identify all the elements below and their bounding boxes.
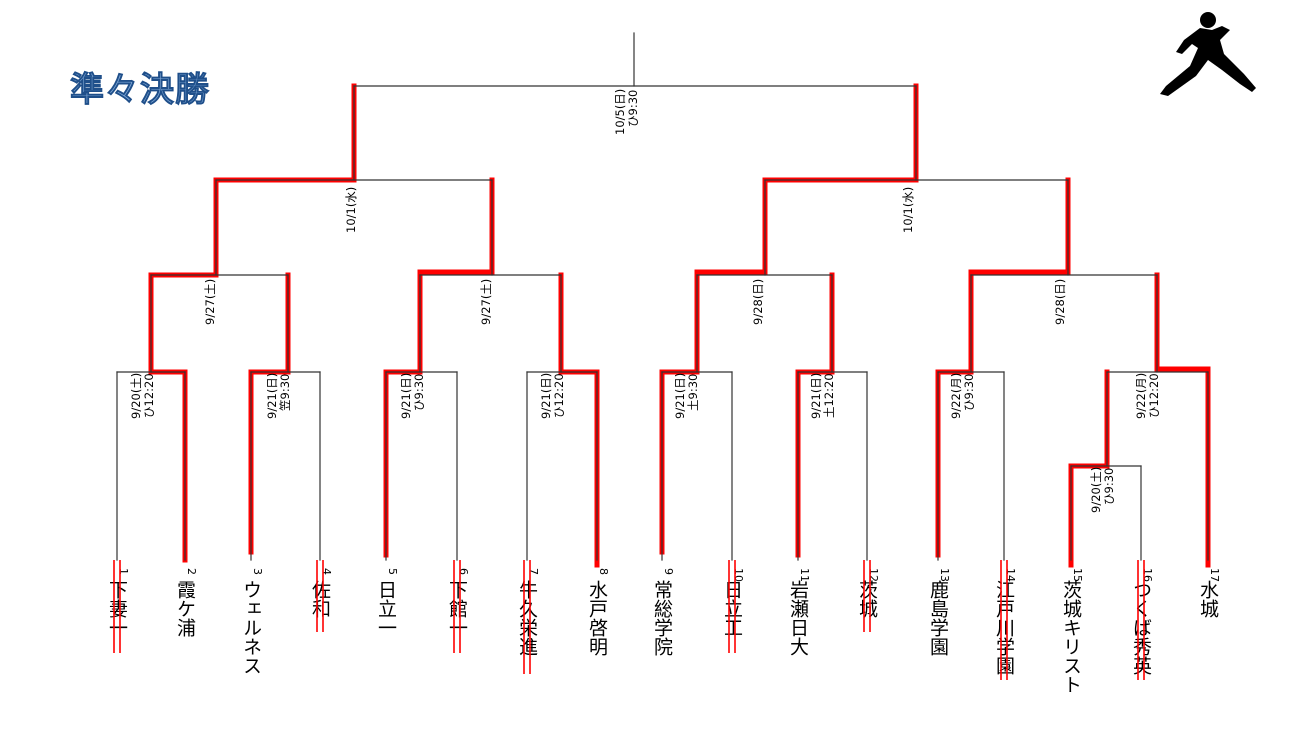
team-name: 水戸啓明 (586, 580, 608, 656)
match-label: 9/21(日)笠9:30 (265, 373, 292, 419)
team-name: 霞ケ浦 (174, 580, 196, 638)
team-slot: 日立一 5 (375, 568, 399, 637)
team-name: 鹿島学園 (927, 580, 949, 656)
match-label: 9/22(月)ひ12:20 (1134, 373, 1161, 419)
match-date: 9/22(月) (949, 373, 963, 419)
team-name: 佐和 (309, 580, 331, 618)
match-label: 10/1(水) (901, 187, 915, 233)
team-slot: 霞ケ浦 2 (174, 568, 198, 638)
team-seed: 11 (798, 568, 811, 582)
team-slot: 佐和 4 (309, 568, 333, 618)
team-name: 下妻一 (106, 580, 128, 637)
match-venue: ひ12:20 (142, 373, 156, 418)
team-seed: 12 (867, 568, 880, 582)
match-date: 9/22(月) (1134, 373, 1148, 419)
team-seed: 5 (386, 568, 399, 575)
match-venue: ひ12:20 (1147, 373, 1161, 418)
match-date: 9/27(土) (479, 279, 493, 325)
match-label: 9/22(月)ひ9:30 (949, 373, 976, 419)
team-seed: 6 (457, 568, 470, 575)
match-label: 9/28(日) (751, 279, 765, 325)
match-date: 9/28(日) (751, 279, 765, 325)
match-label: 9/21(日)ひ12:20 (539, 373, 566, 419)
team-slot: 牛久栄進 7 (516, 568, 540, 656)
team-seed: 17 (1208, 568, 1221, 582)
team-name: 茨城キリスト (1060, 580, 1082, 694)
match-date: 9/21(日) (399, 373, 413, 419)
team-seed: 8 (597, 568, 610, 575)
match-date: 10/1(水) (901, 187, 915, 233)
team-name: 岩瀬日大 (787, 580, 809, 656)
team-slot: ウェルネス 3 (240, 568, 264, 675)
match-label: 9/28(日) (1053, 279, 1067, 325)
team-name: ウェルネス (240, 580, 262, 675)
match-venue: ひ9:30 (412, 374, 426, 411)
round-title: 準々決勝 (70, 70, 210, 111)
match-venue: 笠9:30 (278, 374, 292, 411)
team-slot: 下妻一 1 (106, 568, 130, 637)
match-label: 9/21(日)土9:30 (673, 373, 700, 419)
match-label: 9/21(日)土12:20 (809, 373, 836, 419)
match-date: 9/21(日) (809, 373, 823, 419)
team-name: 常総学院 (651, 580, 673, 656)
team-name: 下館一 (446, 580, 468, 637)
match-label: 10/5(日)ひ9:30 (613, 89, 640, 135)
team-name: 日立工 (721, 580, 743, 637)
match-date: 9/21(日) (673, 373, 687, 419)
match-label: 9/21(日)ひ9:30 (399, 373, 426, 419)
team-seed: 2 (185, 568, 198, 575)
team-seed: 7 (527, 568, 540, 575)
team-slot: 常総学院 9 (651, 568, 675, 656)
baseball-pitcher-icon (1160, 12, 1256, 96)
match-venue: ひ12:20 (552, 373, 566, 418)
team-name: 日立一 (375, 580, 397, 637)
match-date: 10/1(水) (344, 187, 358, 233)
team-seed: 10 (732, 568, 745, 582)
match-date: 9/20(土) (129, 373, 143, 419)
match-date: 9/21(日) (265, 373, 279, 419)
team-slot: 水戸啓明 8 (586, 568, 610, 656)
team-seed: 15 (1071, 568, 1084, 582)
match-date: 9/21(日) (539, 373, 553, 419)
team-seed: 3 (251, 568, 264, 575)
match-label: 9/20(土)ひ12:20 (129, 373, 156, 419)
match-venue: 土12:20 (822, 373, 836, 418)
team-name: つくば秀英 (1130, 580, 1152, 675)
team-name: 茨城 (856, 580, 878, 618)
match-date: 9/28(日) (1053, 279, 1067, 325)
match-date: 9/20(土) (1089, 467, 1103, 513)
match-venue: 土9:30 (686, 374, 700, 411)
team-name: 江戸川学園 (993, 580, 1015, 675)
match-label: 9/27(土) (479, 279, 493, 325)
match-label: 9/20(土)ひ9:30 (1089, 467, 1116, 513)
match-label: 10/1(水) (344, 187, 358, 233)
match-date: 9/27(土) (203, 279, 217, 325)
match-date: 10/5(日) (613, 89, 627, 135)
match-venue: ひ9:30 (1102, 468, 1116, 505)
team-seed: 9 (662, 568, 675, 575)
team-seed: 14 (1004, 568, 1017, 582)
team-slot: 下館一 6 (446, 568, 470, 637)
match-label: 9/27(土) (203, 279, 217, 325)
team-seed: 4 (320, 568, 333, 575)
match-venue: ひ9:30 (962, 374, 976, 411)
team-name: 牛久栄進 (516, 580, 538, 656)
team-seed: 13 (938, 568, 951, 582)
match-venue: ひ9:30 (626, 90, 640, 127)
team-name: 水城 (1197, 580, 1219, 618)
team-seed: 1 (117, 568, 130, 575)
team-seed: 16 (1141, 568, 1154, 582)
